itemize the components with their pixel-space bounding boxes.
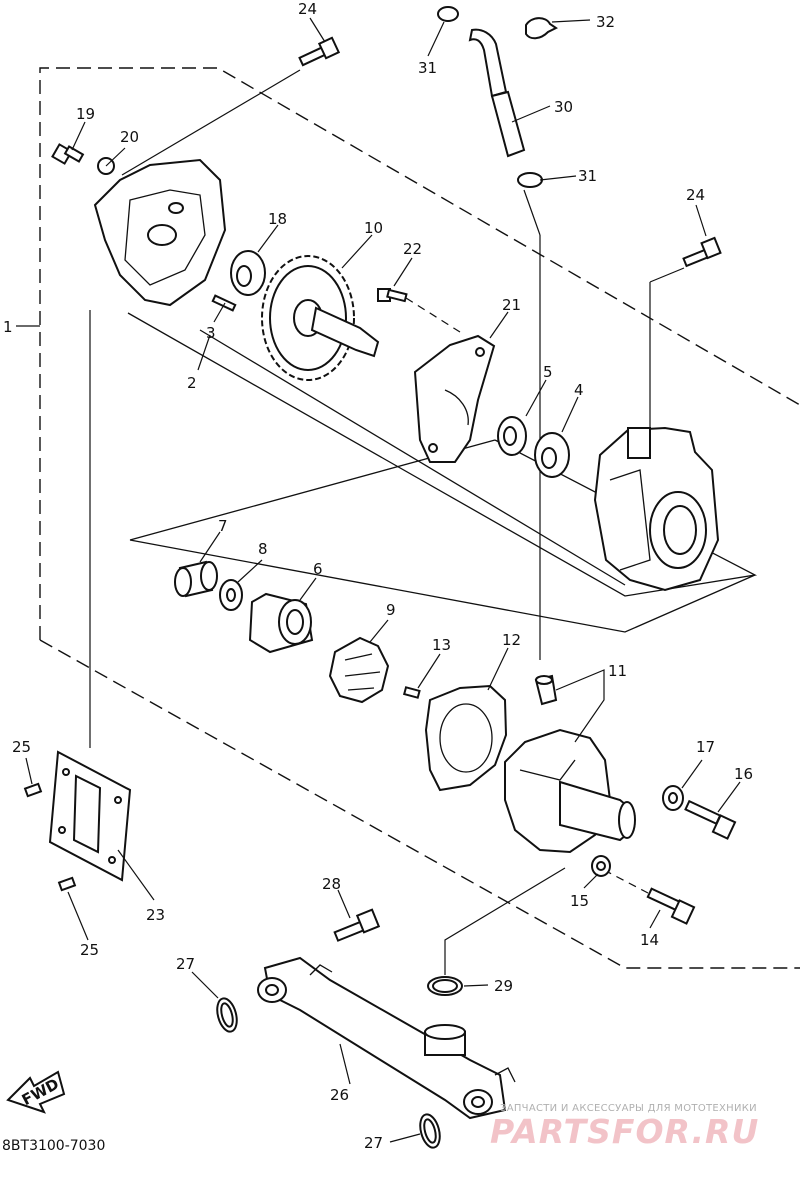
bolt-22 bbox=[377, 288, 461, 333]
callout-7: 7 bbox=[218, 517, 228, 535]
callout-27-upper: 27 bbox=[176, 955, 195, 973]
callout-25-bottom: 25 bbox=[80, 941, 99, 959]
bolt-24-top bbox=[121, 36, 341, 176]
leader-lines bbox=[25, 17, 741, 1143]
pump-housing-11 bbox=[504, 674, 636, 854]
callout-29: 29 bbox=[494, 977, 513, 995]
plate-21 bbox=[413, 334, 496, 463]
fwd-arrow-icon: FWD bbox=[6, 1070, 66, 1114]
callout-31-top: 31 bbox=[418, 59, 437, 77]
callout-18: 18 bbox=[268, 210, 287, 228]
bearing-4 bbox=[534, 432, 570, 478]
mechanical-seal-6 bbox=[248, 592, 314, 654]
assembly-outline bbox=[16, 67, 800, 969]
pump-cover bbox=[93, 157, 237, 312]
callout-10: 10 bbox=[364, 219, 383, 237]
bolt-14 bbox=[603, 869, 696, 925]
washer-15 bbox=[591, 855, 611, 877]
callout-16: 16 bbox=[734, 765, 753, 783]
callout-26: 26 bbox=[330, 1086, 349, 1104]
gear-10 bbox=[261, 255, 380, 381]
gasket-12 bbox=[424, 684, 508, 792]
washer-8 bbox=[219, 579, 243, 611]
callout-31-mid: 31 bbox=[578, 167, 597, 185]
callout-22: 22 bbox=[403, 240, 422, 258]
diagram-code: 8BT3100-7030 bbox=[2, 1138, 106, 1154]
main-housing bbox=[593, 426, 720, 592]
bearing-18 bbox=[230, 250, 266, 296]
seal-5 bbox=[497, 416, 527, 456]
hose-assembly bbox=[437, 6, 558, 660]
callout-24-right: 24 bbox=[686, 186, 705, 204]
impeller-9 bbox=[328, 636, 390, 704]
gasket-plate-23 bbox=[23, 310, 132, 892]
callout-12: 12 bbox=[502, 631, 521, 649]
bolt-19 bbox=[51, 143, 85, 165]
callout-27-lower: 27 bbox=[364, 1134, 383, 1152]
o-ring-27-lower bbox=[419, 1113, 441, 1149]
callout-1: 1 bbox=[3, 318, 13, 336]
callout-8: 8 bbox=[258, 540, 268, 558]
callout-15: 15 bbox=[570, 892, 589, 910]
callout-3: 3 bbox=[206, 324, 216, 342]
washer-17 bbox=[662, 785, 684, 811]
callout-4: 4 bbox=[574, 381, 584, 399]
callout-6: 6 bbox=[313, 560, 323, 578]
o-ring-27-upper bbox=[216, 997, 238, 1033]
callout-24-top: 24 bbox=[298, 0, 317, 18]
callout-30: 30 bbox=[554, 98, 573, 116]
callout-labels: 24 31 32 30 19 20 31 24 18 10 22 1 21 3 … bbox=[3, 0, 753, 1152]
bolt-28 bbox=[333, 908, 381, 942]
bolts bbox=[51, 36, 737, 942]
callout-32: 32 bbox=[596, 13, 615, 31]
o-ring-29 bbox=[427, 867, 566, 996]
bolt-16 bbox=[684, 799, 737, 840]
callout-28: 28 bbox=[322, 875, 341, 893]
pin-13 bbox=[402, 686, 421, 699]
callout-21: 21 bbox=[502, 296, 521, 314]
watermark-logo: PARTSFOR.RU bbox=[490, 1112, 760, 1151]
watermark-tagline: ЗАПЧАСТИ И АКСЕССУАРЫ ДЛЯ МОТОТЕХНИКИ bbox=[500, 1103, 757, 1114]
water-pipe-26 bbox=[257, 956, 516, 1120]
collar-7 bbox=[174, 560, 218, 598]
callout-19: 19 bbox=[76, 105, 95, 123]
callout-2: 2 bbox=[187, 374, 197, 392]
callout-5: 5 bbox=[543, 363, 553, 381]
callout-11: 11 bbox=[608, 662, 627, 680]
callout-14: 14 bbox=[640, 931, 659, 949]
callout-25-top: 25 bbox=[12, 738, 31, 756]
callout-13: 13 bbox=[432, 636, 451, 654]
callout-17: 17 bbox=[696, 738, 715, 756]
callout-20: 20 bbox=[120, 128, 139, 146]
callout-9: 9 bbox=[386, 601, 396, 619]
callout-23: 23 bbox=[146, 906, 165, 924]
